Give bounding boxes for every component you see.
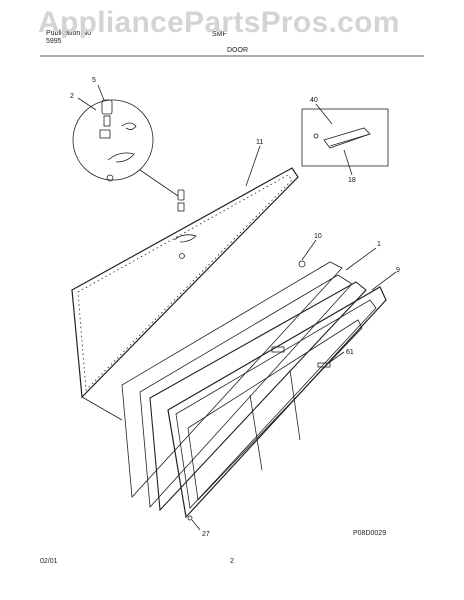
outer-door: [167, 286, 387, 519]
publication-number: 5995: [46, 38, 62, 45]
door-strike: [317, 362, 331, 368]
callout-5: 5: [92, 77, 96, 84]
door-screw: [187, 515, 193, 521]
leader-5: [97, 84, 105, 101]
retainer-clip: [121, 122, 137, 130]
door-window-frame: [187, 319, 363, 501]
leader-11: [245, 145, 261, 187]
leader-18: [343, 149, 353, 176]
leader-9: [371, 271, 397, 291]
door-latch: [271, 346, 285, 353]
callout-27: 27: [202, 531, 210, 538]
callout-40: 40: [310, 97, 318, 104]
handle-edge: [329, 133, 371, 147]
door-gasket: [71, 167, 299, 399]
leader-27: [191, 519, 201, 531]
hinge-cap: [101, 99, 113, 115]
outer-door-inner: [175, 299, 377, 509]
hinge-cap-small: [177, 189, 185, 201]
hinge-bushing: [99, 129, 111, 139]
leader-2: [77, 97, 97, 111]
watermark: AppliancePartsPros.com: [38, 6, 400, 39]
callout-2: 2: [70, 93, 74, 100]
hinge-bushing-small: [177, 202, 185, 212]
footer-date: 02/01: [40, 558, 58, 565]
hinge-bracket-small: [173, 234, 197, 243]
header-model: SMF: [212, 31, 227, 38]
leader-40: [315, 103, 333, 125]
callout-10: 10: [314, 233, 322, 240]
leader-10: [301, 239, 317, 261]
hinge-pin: [103, 115, 111, 127]
diagram-code: P08D0029: [353, 530, 387, 537]
section-title: DOOR: [227, 47, 248, 54]
hinge-screw-small: [179, 253, 185, 259]
publication-label: Publication No: [46, 30, 92, 37]
window-divider-1: [249, 394, 263, 471]
hinge-bracket: [107, 152, 135, 163]
handle-detail-box: [301, 108, 389, 167]
gasket-fastener: [298, 260, 306, 268]
callout-11: 11: [256, 139, 263, 146]
door-liner-back: [121, 261, 343, 498]
detail-circle: [72, 99, 154, 181]
leader-61: [329, 351, 345, 363]
gasket-bottom-edge: [81, 396, 123, 421]
callout-9: 9: [396, 267, 400, 274]
page-number: 2: [230, 558, 234, 565]
handle-bar: [323, 127, 371, 149]
callout-61: 61: [346, 349, 354, 356]
leader-1: [345, 247, 377, 271]
handle-screw: [313, 133, 319, 139]
detail-leader: [139, 169, 179, 197]
door-liner-front: [149, 281, 367, 512]
callout-1: 1: [377, 241, 381, 248]
hinge-screw: [106, 174, 114, 182]
callout-18: 18: [348, 177, 356, 184]
window-divider-2: [289, 369, 301, 441]
